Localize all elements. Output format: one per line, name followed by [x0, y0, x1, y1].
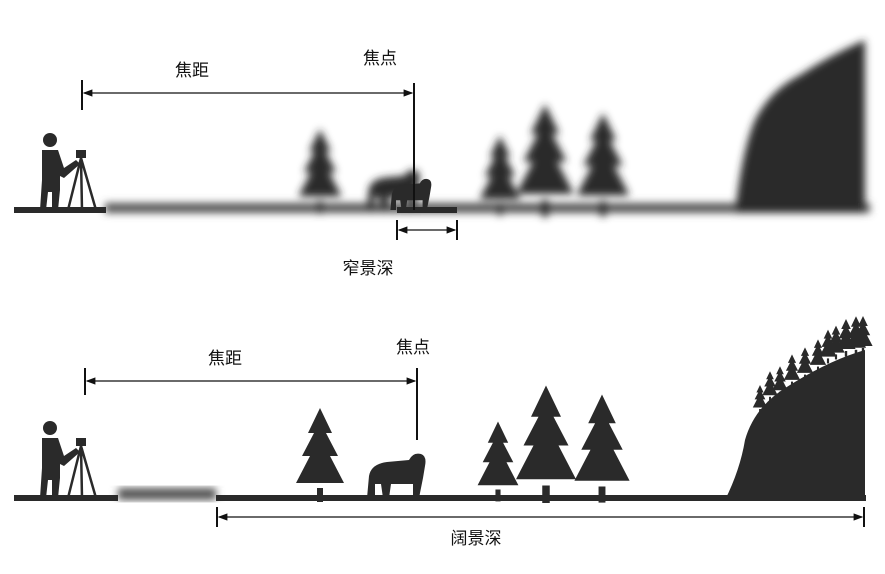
ground: [216, 495, 866, 501]
top-panel: 焦距 焦点 窄景深: [14, 40, 870, 279]
tree-icon: [477, 421, 519, 502]
tree-icon: [576, 113, 630, 217]
focal-length-label: 焦距: [175, 61, 209, 81]
wide-dof-label: 阔景深: [451, 529, 502, 549]
blurred-foreground: [118, 488, 216, 500]
focal-length-label: 焦距: [208, 349, 242, 369]
focus-point-label: 焦点: [363, 49, 397, 69]
photographer-icon: [38, 419, 98, 500]
blurred-background: [105, 40, 870, 217]
focus-point-label: 焦点: [396, 338, 430, 358]
ground-in-focus: [397, 207, 457, 213]
photographer-icon: [38, 131, 98, 212]
tree-icon: [296, 408, 344, 502]
ground: [14, 207, 106, 213]
hill-icon: [735, 40, 865, 213]
hill-icon: [725, 350, 865, 500]
tree-icon: [516, 103, 574, 217]
tree-icon: [516, 385, 576, 503]
narrow-dof-label: 窄景深: [343, 259, 394, 279]
bottom-panel: 焦距 焦点 阔景深: [14, 316, 873, 549]
tree-icon: [574, 394, 630, 503]
ground: [14, 495, 118, 501]
tree-icon: [298, 129, 342, 214]
bear-icon: [367, 453, 426, 498]
